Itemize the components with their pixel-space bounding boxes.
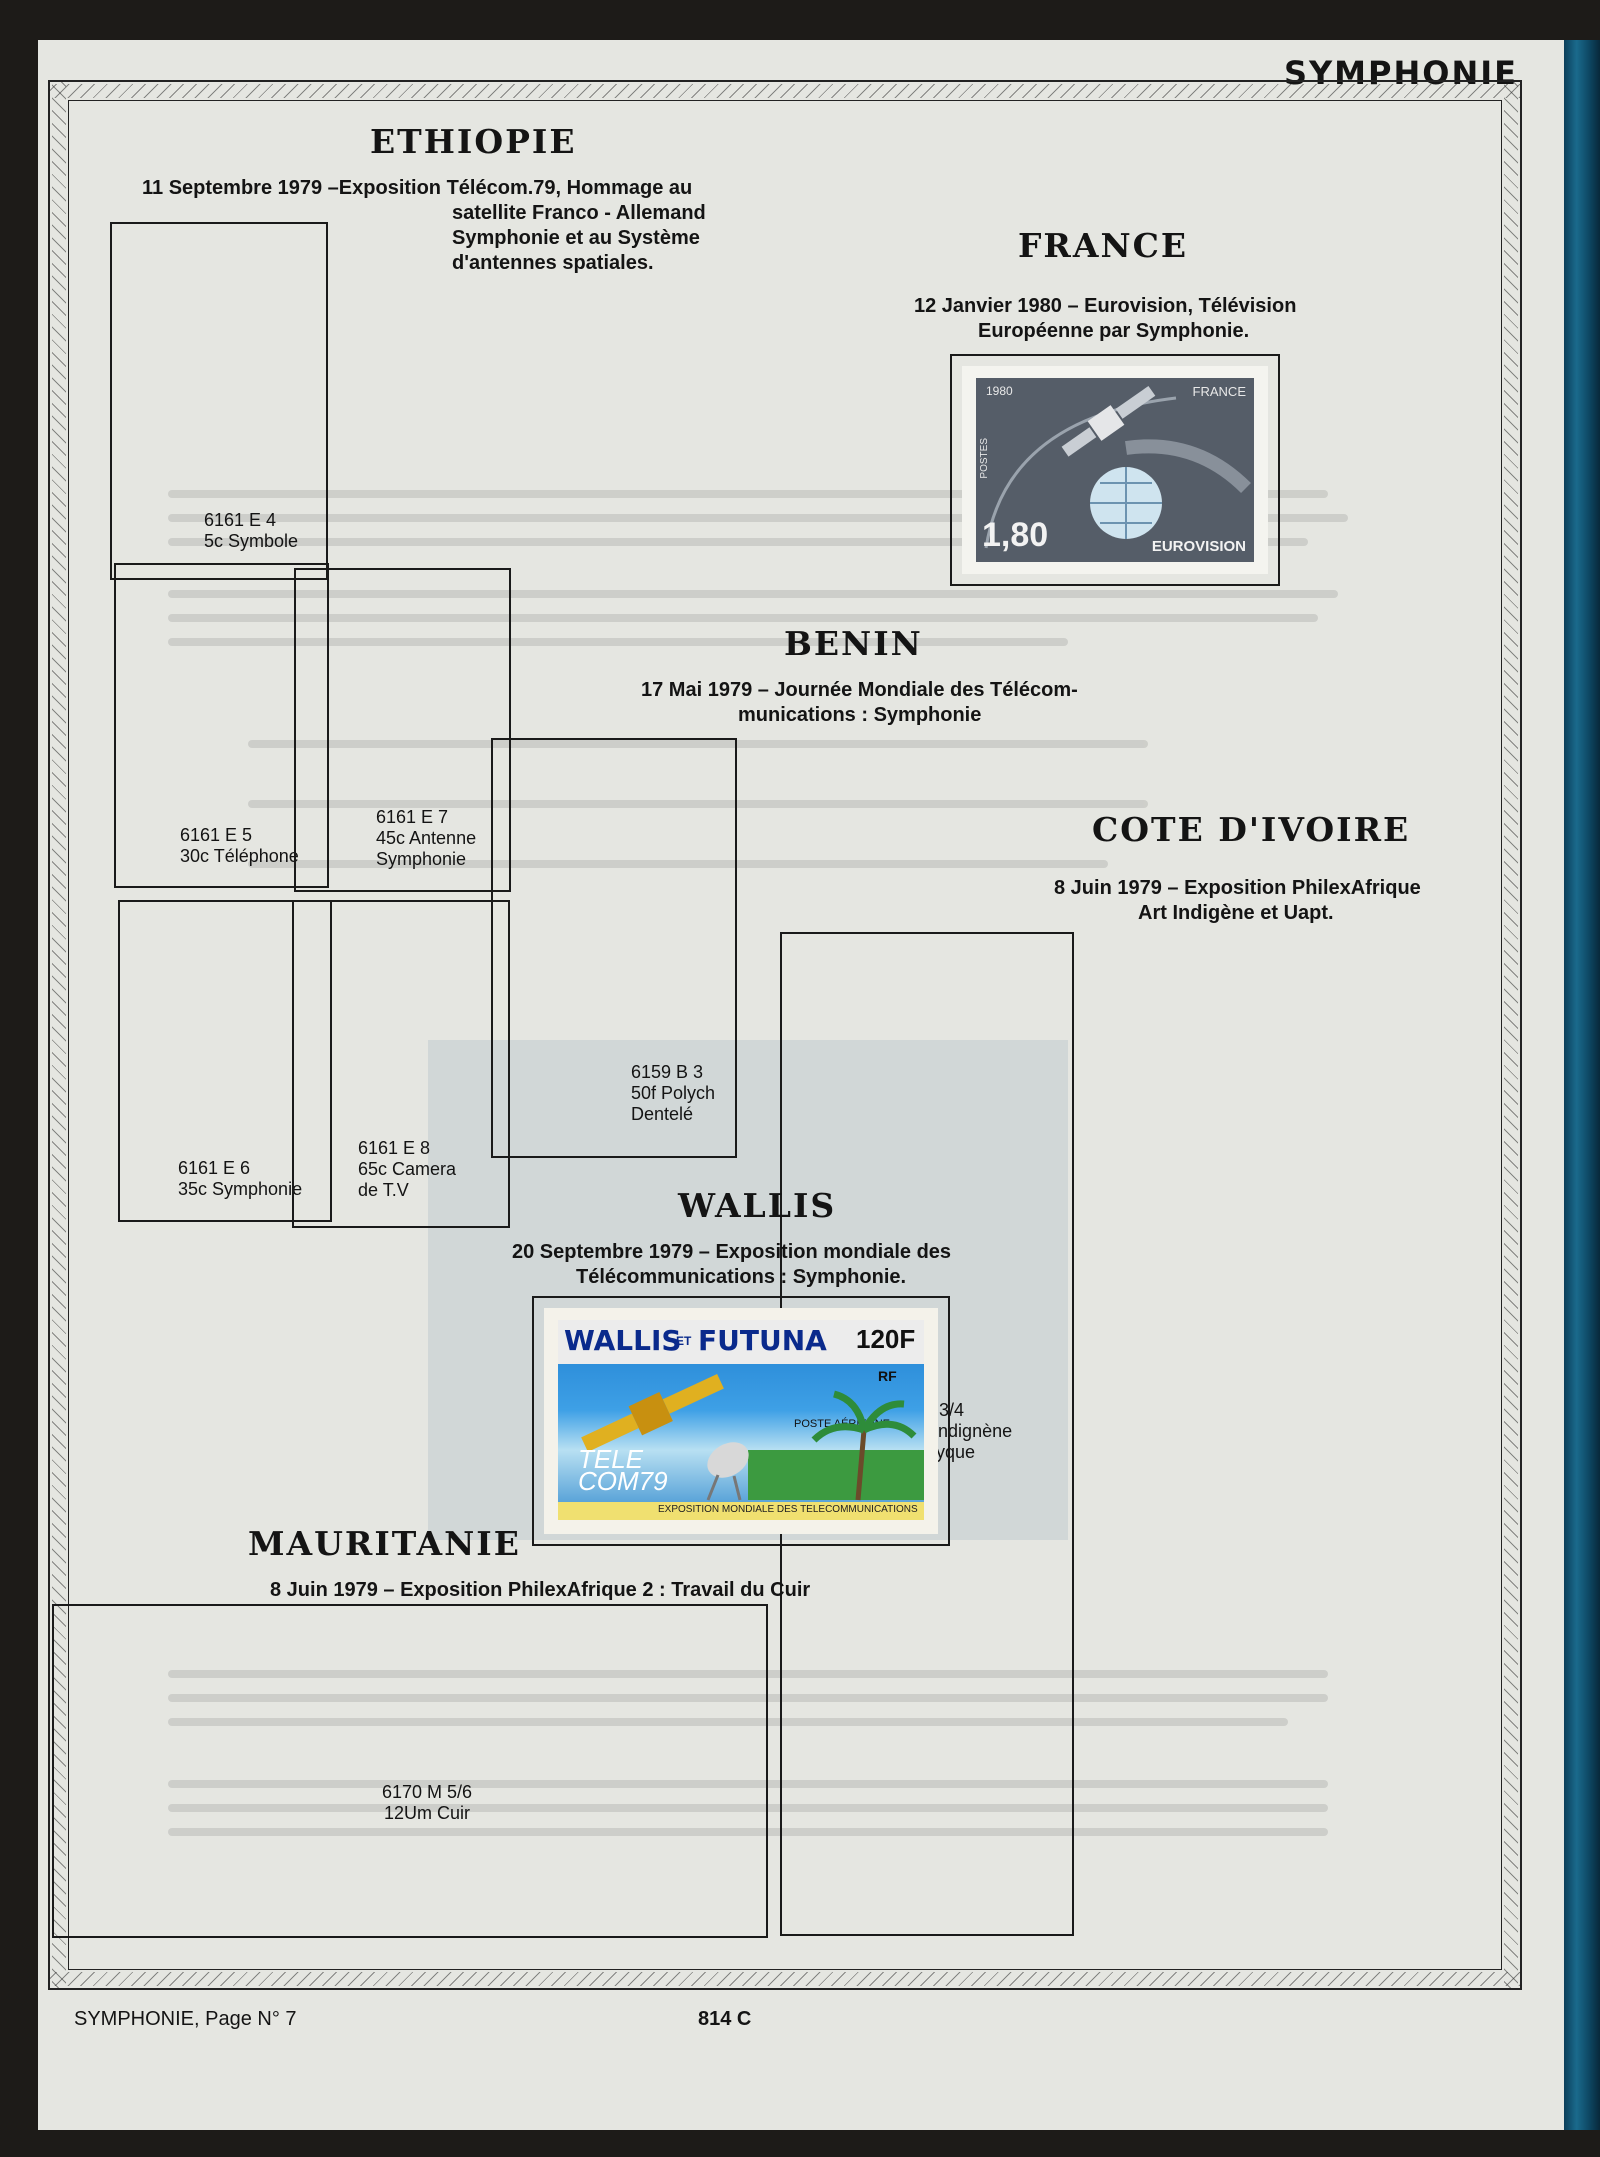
stamp-slot-6170-m56: 6170 M 5/6 12Um Cuir bbox=[52, 1604, 768, 1938]
stamp-label: 6161 E 4 5c Symbole bbox=[204, 510, 299, 551]
caption-france-line2: Européenne par Symphonie. bbox=[978, 320, 1250, 342]
stamp-value: 1,80 bbox=[982, 516, 1049, 554]
country-title-mauritanie: MAURITANIE bbox=[248, 1524, 521, 1563]
stamp-value: 120F bbox=[856, 1324, 916, 1354]
caption-ethiopie-line3: Symphonie et au Système bbox=[452, 227, 700, 249]
footer-page-code: 814 C bbox=[698, 2008, 752, 2030]
stamp-eurovision: 1980 FRANCE POSTES 1,80 EUROVISION bbox=[962, 366, 1268, 574]
stamp-country: FRANCE bbox=[1192, 384, 1246, 399]
caption-ethiopie-line4: d'antennes spatiales. bbox=[452, 252, 654, 274]
country-title-france: FRANCE bbox=[1018, 226, 1189, 265]
stamp-bottom-text: EXPOSITION MONDIALE DES TELECOMMUNICATIO… bbox=[658, 1504, 918, 1515]
stamp-slot-6159-b3: 6159 B 3 50f Polych Dentelé bbox=[491, 738, 737, 1158]
stamp-design: WALLIS ET FUTUNA 120F RF POSTE AÉRIENNE bbox=[558, 1320, 924, 1520]
satellite-globe-icon bbox=[984, 385, 1251, 549]
stamp-label: 6159 B 3 50f Polych Dentelé bbox=[631, 1062, 716, 1124]
stamp-title-et: ET bbox=[676, 1334, 692, 1348]
stamp-label: 6170 M 5/6 12Um Cuir bbox=[382, 1782, 473, 1823]
caption-cote-ivoire-line1: 8 Juin 1979 – Exposition PhilexAfrique bbox=[1054, 877, 1421, 899]
caption-benin-line2: munications : Symphonie bbox=[738, 704, 982, 726]
country-title-wallis: WALLIS bbox=[678, 1186, 837, 1225]
stamp-title-wallis: WALLIS bbox=[564, 1324, 682, 1357]
footer-page-label: SYMPHONIE, Page N° 7 bbox=[74, 2008, 297, 2030]
stamp-year: 1980 bbox=[986, 384, 1013, 398]
caption-wallis-line2: Télécommunications : Symphonie. bbox=[576, 1266, 907, 1288]
stamp-telecom-logo: TELE COM79 bbox=[578, 1444, 668, 1496]
caption-benin-line1: 17 Mai 1979 – Journée Mondiale des Téléc… bbox=[641, 679, 1078, 701]
stamp-label: 6161 E 6 35c Symphonie bbox=[178, 1158, 303, 1199]
stamp-label: 6161 E 7 45c Antenne Symphonie bbox=[376, 807, 477, 869]
stamp-design: 1980 FRANCE POSTES 1,80 EUROVISION bbox=[976, 378, 1254, 562]
country-title-ethiopie: ETHIOPIE bbox=[370, 122, 577, 161]
caption-mauritanie-line1: 8 Juin 1979 – Exposition PhilexAfrique 2… bbox=[270, 1579, 811, 1601]
stamp-slot-6161-e4: 6161 E 4 5c Symbole bbox=[110, 222, 328, 580]
album-page: SYMPHONIE ETHIOPIE 11 Septembre 1979 –Ex… bbox=[38, 40, 1564, 2130]
stamp-postes: POSTES bbox=[979, 438, 990, 479]
country-title-benin: BENIN bbox=[784, 624, 923, 663]
stamp-wallis-futuna: WALLIS ET FUTUNA 120F RF POSTE AÉRIENNE bbox=[544, 1308, 938, 1534]
stamp-slot-6161-e5: 6161 E 5 30c Téléphone bbox=[114, 563, 329, 888]
stamp-label: 6161 E 5 30c Téléphone bbox=[180, 825, 299, 866]
stamp-slot-6161-e8: 6161 E 8 65c Camera de T.V bbox=[292, 900, 510, 1228]
stamp-name: EUROVISION bbox=[1151, 538, 1246, 555]
decorative-frame bbox=[48, 80, 1522, 1990]
caption-wallis-line1: 20 Septembre 1979 – Exposition mondiale … bbox=[512, 1241, 952, 1263]
caption-cote-ivoire-line2: Art Indigène et Uapt. bbox=[1138, 902, 1334, 924]
satellite-palm-icon bbox=[581, 1373, 924, 1501]
stamp-mount-wallis: WALLIS ET FUTUNA 120F RF POSTE AÉRIENNE bbox=[532, 1296, 950, 1546]
stamp-label: 6161 E 8 65c Camera de T.V bbox=[358, 1138, 457, 1200]
caption-ethiopie-line2: satellite Franco - Allemand bbox=[452, 202, 706, 224]
caption-ethiopie-line1: 11 Septembre 1979 –Exposition Télécom.79… bbox=[142, 177, 693, 199]
stamp-title-futuna: FUTUNA bbox=[698, 1324, 827, 1357]
stamp-mount-france: 1980 FRANCE POSTES 1,80 EUROVISION bbox=[950, 354, 1280, 586]
country-title-cote-ivoire: COTE D'IVOIRE bbox=[1092, 810, 1411, 849]
stamp-slot-6161-e6: 6161 E 6 35c Symphonie bbox=[118, 900, 332, 1222]
stamp-rf: RF bbox=[878, 1368, 897, 1384]
stamp-slot-6161-e7: 6161 E 7 45c Antenne Symphonie bbox=[294, 568, 511, 892]
caption-france-line1: 12 Janvier 1980 – Eurovision, Télévision bbox=[914, 295, 1297, 317]
binder-spine bbox=[1564, 40, 1600, 2130]
